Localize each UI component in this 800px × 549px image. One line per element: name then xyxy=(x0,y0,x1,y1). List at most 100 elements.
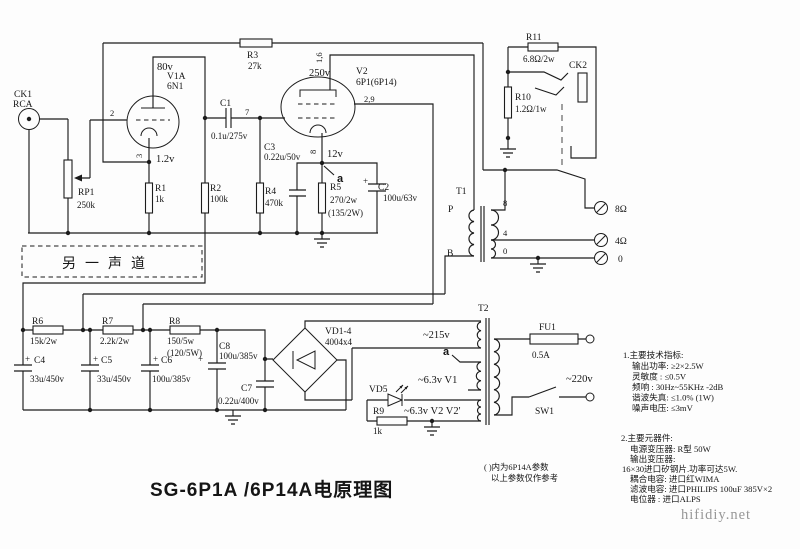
t1-tap8: 8 xyxy=(503,198,507,208)
c7-label: C7 xyxy=(241,384,252,394)
c1-value: 0.1u/275v xyxy=(211,131,248,141)
r6-value: 15k/2w xyxy=(30,336,58,346)
notes-parts-title: 2.主要元器件: xyxy=(621,432,673,443)
r8-value: 150/5w xyxy=(167,336,195,346)
r5-alt-value: (135/2W) xyxy=(328,208,363,218)
r10-label: R10 xyxy=(515,93,531,103)
c8-plus: + xyxy=(198,354,203,364)
labels: CK1 RCA RP1 250k 2 80v V1A 6N1 3 1.2v R1… xyxy=(13,33,627,436)
resistor-r2 xyxy=(200,182,210,214)
c8-label: C8 xyxy=(219,342,230,352)
r4-value: 470k xyxy=(265,198,284,208)
resistor-r9 xyxy=(376,416,408,426)
notes-tech-line: 噪声电压: ≤3mV xyxy=(632,402,694,413)
t1-p: P xyxy=(448,205,453,215)
c8-value: 100u/385v xyxy=(219,351,258,361)
t1-tap0: 0 xyxy=(503,246,507,256)
t2-label: T2 xyxy=(478,304,489,314)
r10-value: 1.2Ω/1w xyxy=(515,104,547,114)
v1-cathode-voltage: 1.2v xyxy=(156,154,175,165)
c6-label: C6 xyxy=(161,356,172,366)
notes-parts-line: 输出变压器: xyxy=(630,453,675,464)
v1-name: V1A xyxy=(167,72,186,82)
resistor-r10 xyxy=(503,86,513,119)
v2-type: 6P1(6P14) xyxy=(356,77,397,88)
c3-value: 0.22u/50v xyxy=(264,152,301,162)
output-4ohm-label: 4Ω xyxy=(615,237,627,247)
r8-alt-value: (120/5W) xyxy=(167,348,202,358)
c7-value: 0.22u/400v xyxy=(218,396,259,406)
fu1-rating: 0.5A xyxy=(532,350,550,360)
t2-heater1: ~6.3v V1 xyxy=(418,375,457,386)
r8-label: R8 xyxy=(169,317,180,327)
r11-value: 6.8Ω/2w xyxy=(523,54,555,64)
r7-label: R7 xyxy=(102,317,113,327)
rca-jack-ck1 xyxy=(18,108,40,130)
notes-tech-line: 谐波失真: ≤1.0% (1W) xyxy=(632,392,714,403)
schematic-title: SG-6P1A /6P14A电原理图 xyxy=(150,478,393,501)
ck1-label: CK1 xyxy=(14,90,32,100)
v1-pin-grid: 2 xyxy=(110,108,114,118)
bridge-rectifier-vd1-4 xyxy=(272,327,338,393)
r2-value: 100k xyxy=(210,194,229,204)
junction-dots xyxy=(20,69,541,424)
fu1-label: FU1 xyxy=(539,323,556,333)
r1-value: 1k xyxy=(155,194,165,204)
notes-tech-specs: 1.主要技术指标: 输出功率: ≥2×2.5W 灵敏度 : ≤0.5V 频响 :… xyxy=(623,349,724,413)
r7-value: 2.2k/2w xyxy=(100,336,130,346)
watermark: hifidiy.net xyxy=(681,507,751,523)
point-a2-label: a xyxy=(443,346,450,358)
output-0-label: 0 xyxy=(618,255,623,265)
terminal-0 xyxy=(594,251,608,265)
c1-label: C1 xyxy=(220,99,231,109)
ck2-label: CK2 xyxy=(569,61,587,71)
c5-value: 33u/450v xyxy=(97,374,132,384)
terminal-8ohm xyxy=(594,201,608,215)
notes-parts-line: 16×30进口矽钢片.功率可达5W. xyxy=(622,463,737,474)
tube-v1 xyxy=(126,95,180,149)
footnote-line1: ( )内为6P14A参数 xyxy=(484,462,549,472)
component-bodies xyxy=(18,38,608,436)
ck1-type: RCA xyxy=(13,100,33,110)
v2-plate-voltage: 250v xyxy=(309,68,331,79)
led-vd5 xyxy=(387,384,409,407)
c5-label: C5 xyxy=(101,356,112,366)
resistor-r5 xyxy=(317,182,327,214)
notes-parts: 2.主要元器件: 电源变压器: R型 50W 输出变压器: 16×30进口矽钢片… xyxy=(621,432,772,504)
vd14-value: 4004x4 xyxy=(325,337,353,347)
c5-plus: + xyxy=(93,354,98,364)
vd5-label: VD5 xyxy=(369,385,388,395)
resistor-r8 xyxy=(169,325,201,335)
c2-value: 100u/63v xyxy=(383,193,418,203)
resistor-r1 xyxy=(144,182,154,214)
wiring xyxy=(14,42,597,425)
v1-plate-voltage: 80v xyxy=(157,62,174,73)
r4-label: R4 xyxy=(265,187,276,197)
r3-label: R3 xyxy=(247,51,258,61)
resistor-r6 xyxy=(32,325,64,335)
t2-hv-winding: ~215v xyxy=(423,330,450,341)
c6-plus: + xyxy=(153,354,158,364)
mains-voltage: ~220v xyxy=(566,374,593,385)
c2-plus: + xyxy=(363,176,368,186)
notes-parts-line: 电源变压器: R型 50W xyxy=(630,443,712,454)
point-a-label: a xyxy=(337,173,344,185)
potentiometer-rp1 xyxy=(63,159,73,199)
footnote-line2: 以上参数仅作参考 xyxy=(491,473,558,483)
r6-label: R6 xyxy=(32,317,43,327)
resistor-r7 xyxy=(102,325,134,335)
c4-label: C4 xyxy=(34,356,45,366)
r9-value: 1k xyxy=(373,426,383,436)
r5-label: R5 xyxy=(330,183,341,193)
notes-tech-line: 输出功率: ≥2×2.5W xyxy=(632,360,705,371)
other-channel-box xyxy=(21,245,203,278)
v2-name: V2 xyxy=(356,67,368,77)
sw1-label: SW1 xyxy=(535,407,554,417)
v1-type: 6N1 xyxy=(167,82,184,92)
c4-plus: + xyxy=(25,354,30,364)
r5-value: 270/2w xyxy=(330,195,358,205)
ground-icon xyxy=(224,409,242,425)
tube-v2 xyxy=(280,76,356,138)
terminal-4ohm xyxy=(594,233,608,247)
